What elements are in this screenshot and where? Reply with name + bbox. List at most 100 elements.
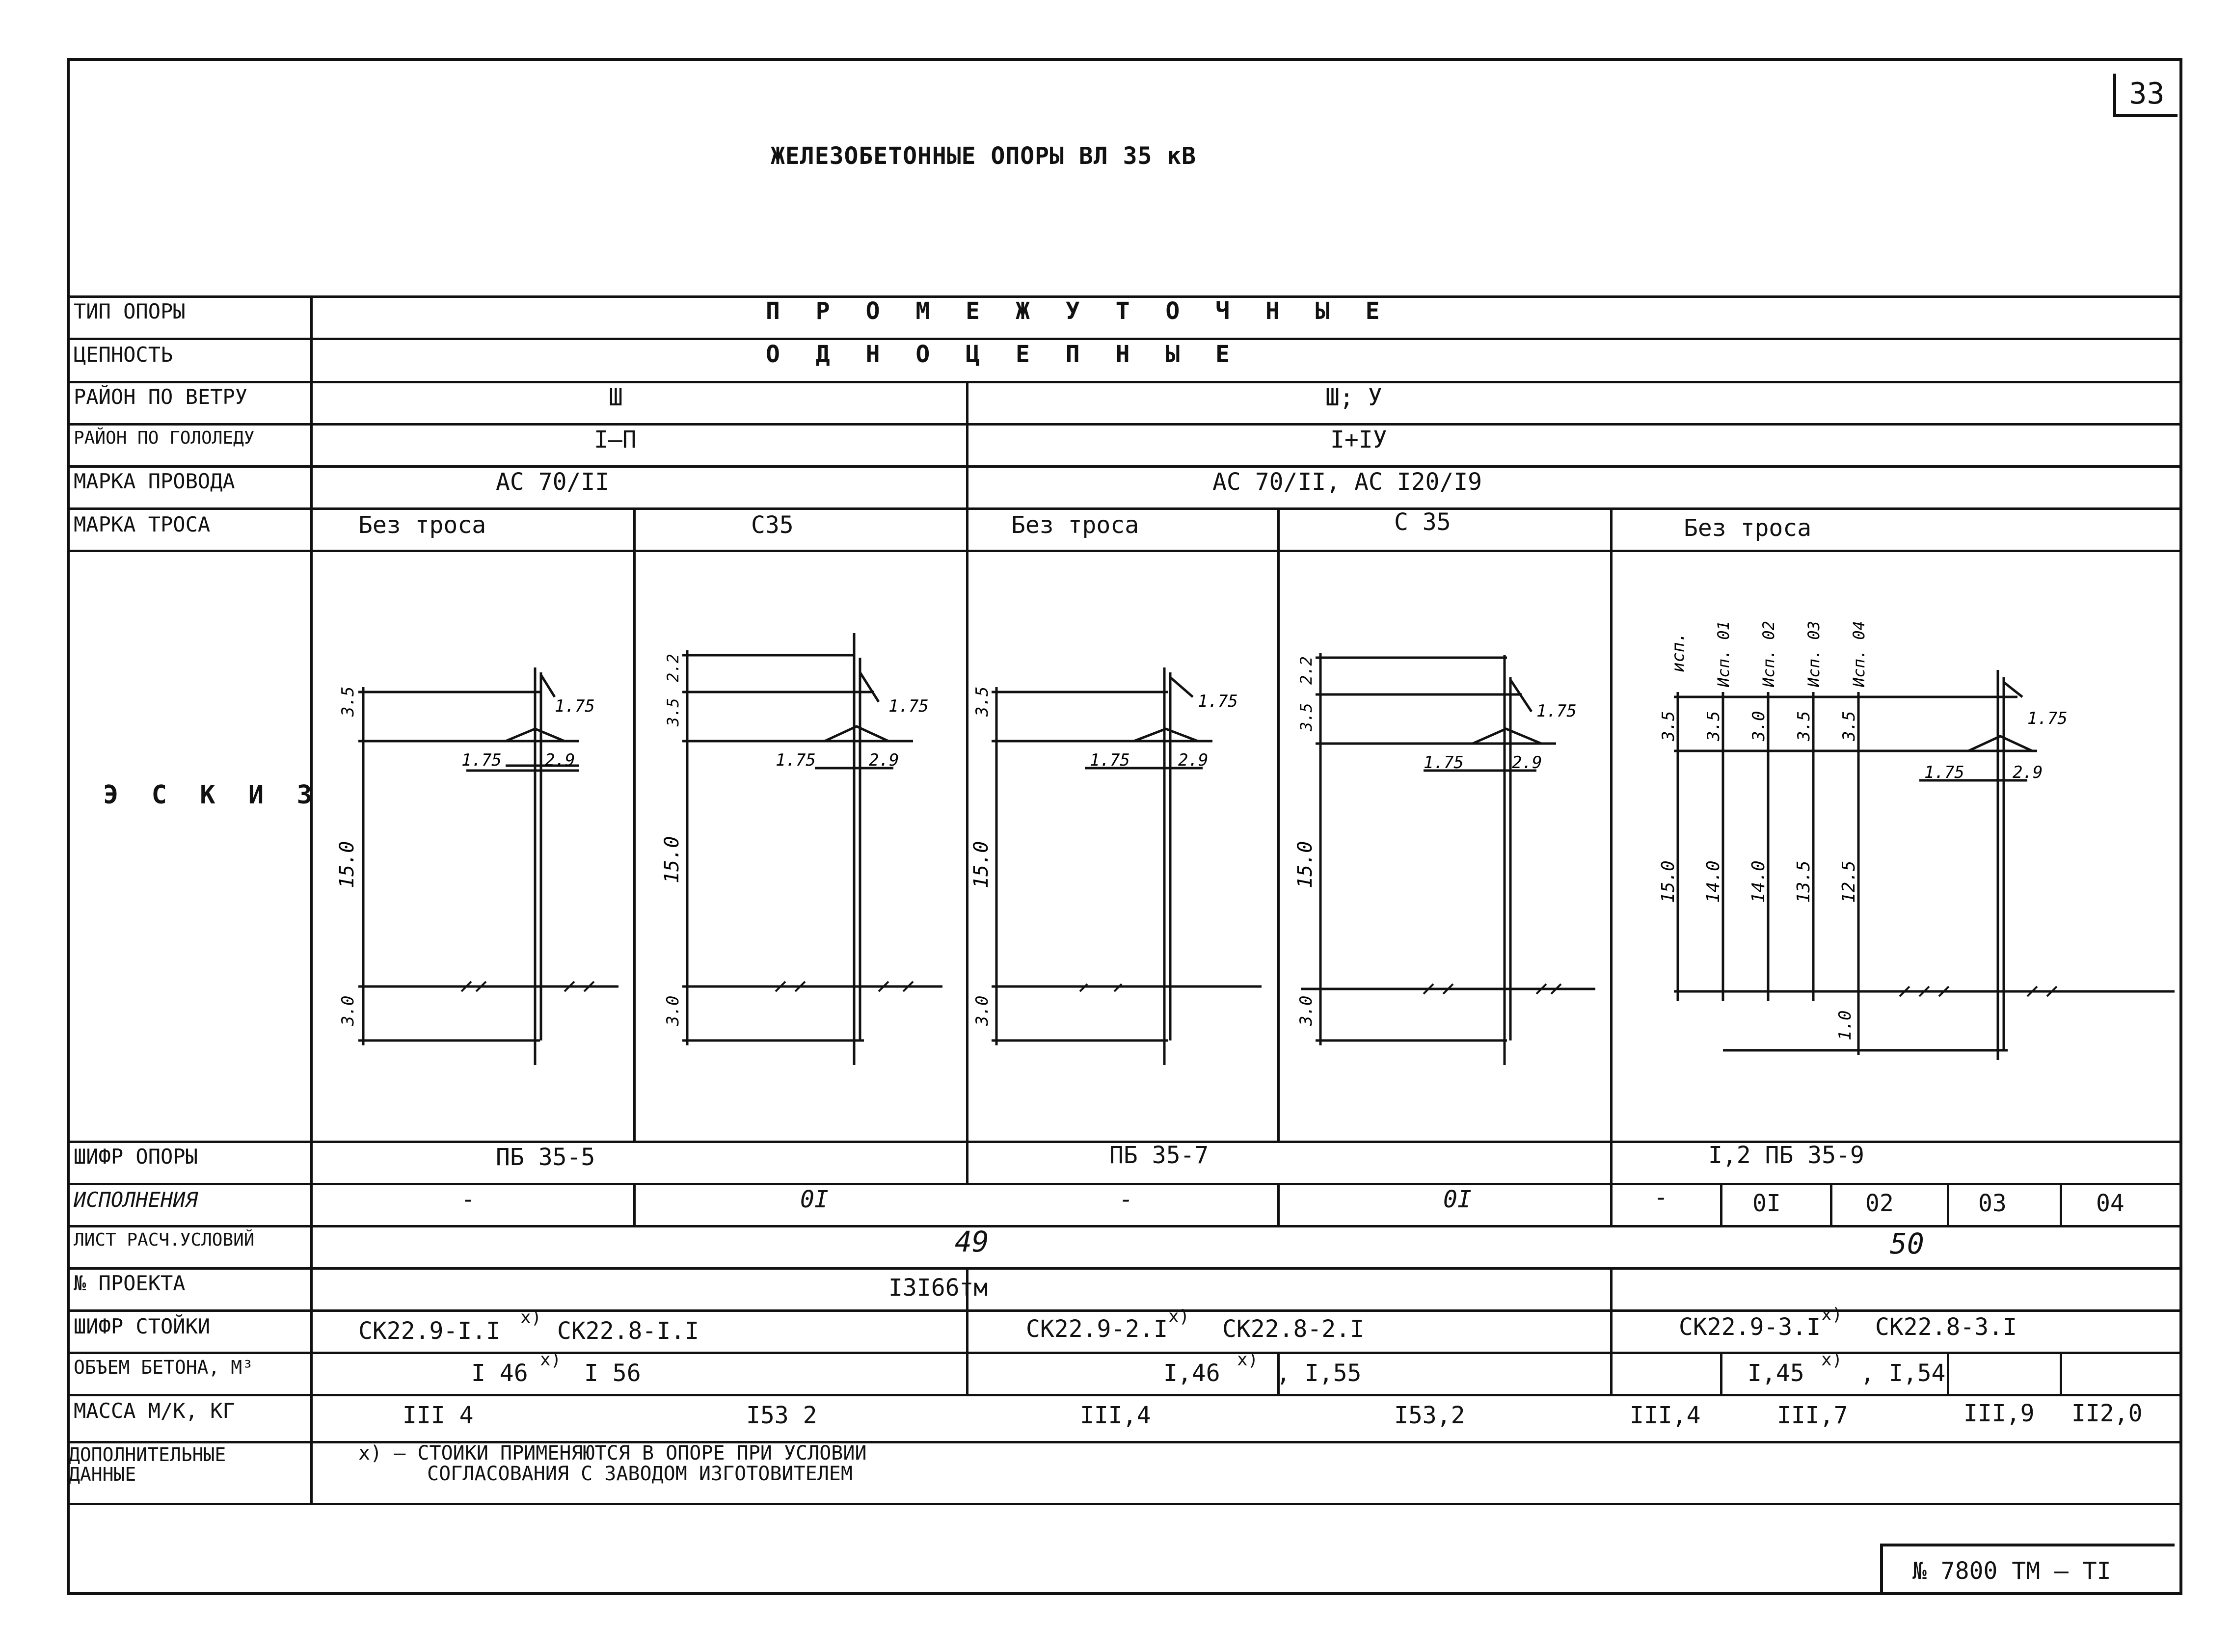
grid-line [1277, 1352, 1280, 1394]
grid-line [633, 507, 636, 1141]
sk5-variant-3: Исп. 03 [1804, 621, 1823, 688]
sk1-arm-r: 1.75 [555, 696, 595, 716]
code-value-2: ПБ 35-7 [1109, 1142, 1209, 1169]
mass-value-7: III,9 [1963, 1400, 2035, 1427]
concrete-value-5: I,45 [1748, 1359, 1804, 1387]
grid-line [1610, 1267, 1613, 1394]
type-value: П Р О М Е Ж У Т О Ч Н Ы Е [766, 297, 1391, 325]
grid-line [966, 381, 968, 1183]
pole-note-3: х) [1821, 1305, 1843, 1325]
label-concrete: ОБЪЕМ БЕТОНА, М³ [74, 1357, 254, 1378]
sk4-top: 3.5 [1297, 703, 1316, 732]
sk5-variant-0: исп. [1668, 632, 1688, 672]
grid-line [633, 1183, 636, 1225]
sk5-width: 2.9 [2013, 763, 2043, 782]
pole-value-4: СК22.8-2.I [1222, 1315, 1364, 1343]
ice-value-1: I–П [594, 426, 637, 453]
chains-value: О Д Н О Ц Е П Н Ы Е [766, 341, 1241, 368]
grid-line [67, 1309, 2182, 1312]
sk4-depth: 3.0 [1296, 996, 1316, 1026]
grid-line [67, 423, 2182, 426]
sketch-pole-2: 2.2 3.5 1.75 1.75 2.9 15.0 3.0 [661, 633, 942, 1065]
code-value-3: I,2 ПБ 35-9 [1708, 1142, 1864, 1169]
mass-value-5: III,4 [1630, 1402, 1701, 1429]
label-variants: ИСПОЛНЕНИЯ [74, 1188, 198, 1212]
sk4-cable-h: 2.2 [1297, 656, 1316, 685]
sk4-arm-r: 1.75 [1536, 701, 1577, 721]
sk3-arm-r: 1.75 [1198, 692, 1238, 711]
grid-line [1830, 1183, 1832, 1225]
cable-value-3: Без троса [1011, 511, 1139, 539]
grid-line [67, 1141, 2182, 1143]
sk1-width: 2.9 [545, 750, 575, 770]
grid-line [67, 1441, 2182, 1443]
sk5-top-2: 3.0 [1749, 711, 1769, 742]
wire-value-1: АС 70/II [496, 468, 610, 496]
pole-value-1: СК22.9-I.I [358, 1317, 500, 1345]
sheet-value-1: 49 [955, 1225, 989, 1258]
sk2-arm-l: 1.75 [776, 750, 816, 770]
sk5-variant-1: Исп. 01 [1714, 621, 1733, 688]
sk5-height-2: 14.0 [1748, 860, 1769, 903]
sk5-arm-r: 1.75 [2027, 709, 2068, 728]
sk1-depth: 3.0 [338, 996, 358, 1026]
grid-line [1947, 1183, 1949, 1225]
concrete-value-4: , I,55 [1276, 1359, 1362, 1387]
label-wire: МАРКА ПРОВОДА [74, 469, 235, 493]
ice-value-2: I+IУ [1330, 426, 1387, 453]
concrete-value-3: I,46 [1163, 1359, 1220, 1387]
label-ice: РАЙОН ПО ГОЛОЛЕДУ [74, 428, 255, 448]
variant-5: - [1654, 1184, 1668, 1211]
concrete-note-3: х) [1821, 1350, 1843, 1370]
mass-value-6: III,7 [1777, 1402, 1848, 1429]
sk3-top: 3.5 [972, 687, 992, 717]
pole-value-3: СК22.9-2.I [1026, 1315, 1168, 1343]
mass-value-4: I53,2 [1394, 1402, 1465, 1429]
cable-value-2: С35 [751, 511, 794, 539]
sheet-value-2: 50 [1890, 1227, 1924, 1260]
sk5-arm-l: 1.75 [1924, 763, 1964, 782]
sk1-arm-l: 1.75 [461, 750, 502, 770]
mass-value-3: III,4 [1080, 1402, 1151, 1429]
grid-line [67, 338, 2182, 340]
sk5-top-4: 3.5 [1839, 711, 1859, 742]
grid-line [67, 507, 2182, 510]
drawing-frame [67, 58, 2182, 1595]
cable-value-5: Без троса [1684, 514, 1812, 542]
label-wind: РАЙОН ПО ВЕТРУ [74, 385, 248, 409]
grid-line [67, 1394, 2182, 1396]
variant-7: 02 [1865, 1190, 1894, 1217]
grid-line [67, 550, 2182, 552]
document-stamp: № 7800 ТМ – TI [1880, 1544, 2175, 1593]
sk2-top: 3.5 [664, 698, 682, 727]
pole-value-6: СК22.8-3.I [1875, 1313, 2017, 1341]
sk2-height: 15.0 [661, 836, 683, 883]
sk5-height-4: 12.5 [1839, 860, 1859, 903]
concrete-note-2: х) [1237, 1350, 1259, 1370]
label-type: ТИП ОПОРЫ [74, 299, 186, 323]
concrete-value-6: , I,54 [1860, 1359, 1946, 1387]
grid-line [966, 1267, 968, 1394]
grid-line [67, 1267, 2182, 1270]
wire-value-2: АС 70/II, АС I20/I9 [1212, 468, 1482, 496]
sk5-height-1: 14.0 [1703, 860, 1723, 903]
mass-value-8: II2,0 [2071, 1400, 2143, 1427]
grid-line [1720, 1352, 1722, 1394]
sk5-height-0: 15.0 [1658, 860, 1678, 903]
label-sketch: Э С К И З [103, 780, 321, 810]
sk3-width: 2.9 [1178, 750, 1208, 770]
page-title: ЖЕЛЕЗОБЕТОННЫЕ ОПОРЫ ВЛ 35 кВ [771, 142, 1197, 170]
grid-line [67, 381, 2182, 383]
sketch-pole-5: исп. Исп. 01 Исп. 02 Исп. 03 Исп. 04 3.5… [1658, 621, 2175, 1060]
extra-note-line2: СОГЛАСОВАНИЯ С ЗАВОДОМ ИЗГОТОВИТЕЛЕМ [427, 1463, 853, 1485]
sk3-arm-l: 1.75 [1090, 750, 1130, 770]
sk5-variant-2: Исп. 02 [1759, 621, 1778, 688]
variant-6: 0I [1752, 1190, 1781, 1217]
wind-value-1: Ш [609, 384, 623, 411]
grid-line [1610, 507, 1613, 1225]
grid-line [1947, 1352, 1949, 1394]
sk3-depth: 3.0 [972, 996, 992, 1026]
cable-value-1: Без троса [358, 511, 486, 539]
label-chains: ЦЕПНОСТЬ [74, 343, 173, 367]
concrete-value-1: I 46 [471, 1359, 528, 1387]
